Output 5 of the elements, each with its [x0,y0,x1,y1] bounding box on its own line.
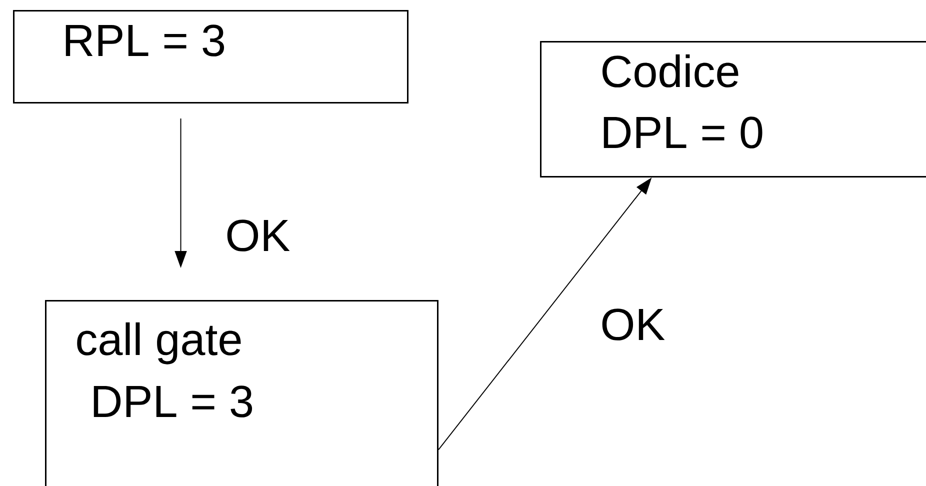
edge-label: OK [602,308,665,340]
text-box: RPL = 3 [13,10,408,104]
text-box: call gate DPL = 3 [45,300,438,486]
text-box: Codice DPL = 0 [540,41,926,178]
edge-label: OK [227,220,290,252]
